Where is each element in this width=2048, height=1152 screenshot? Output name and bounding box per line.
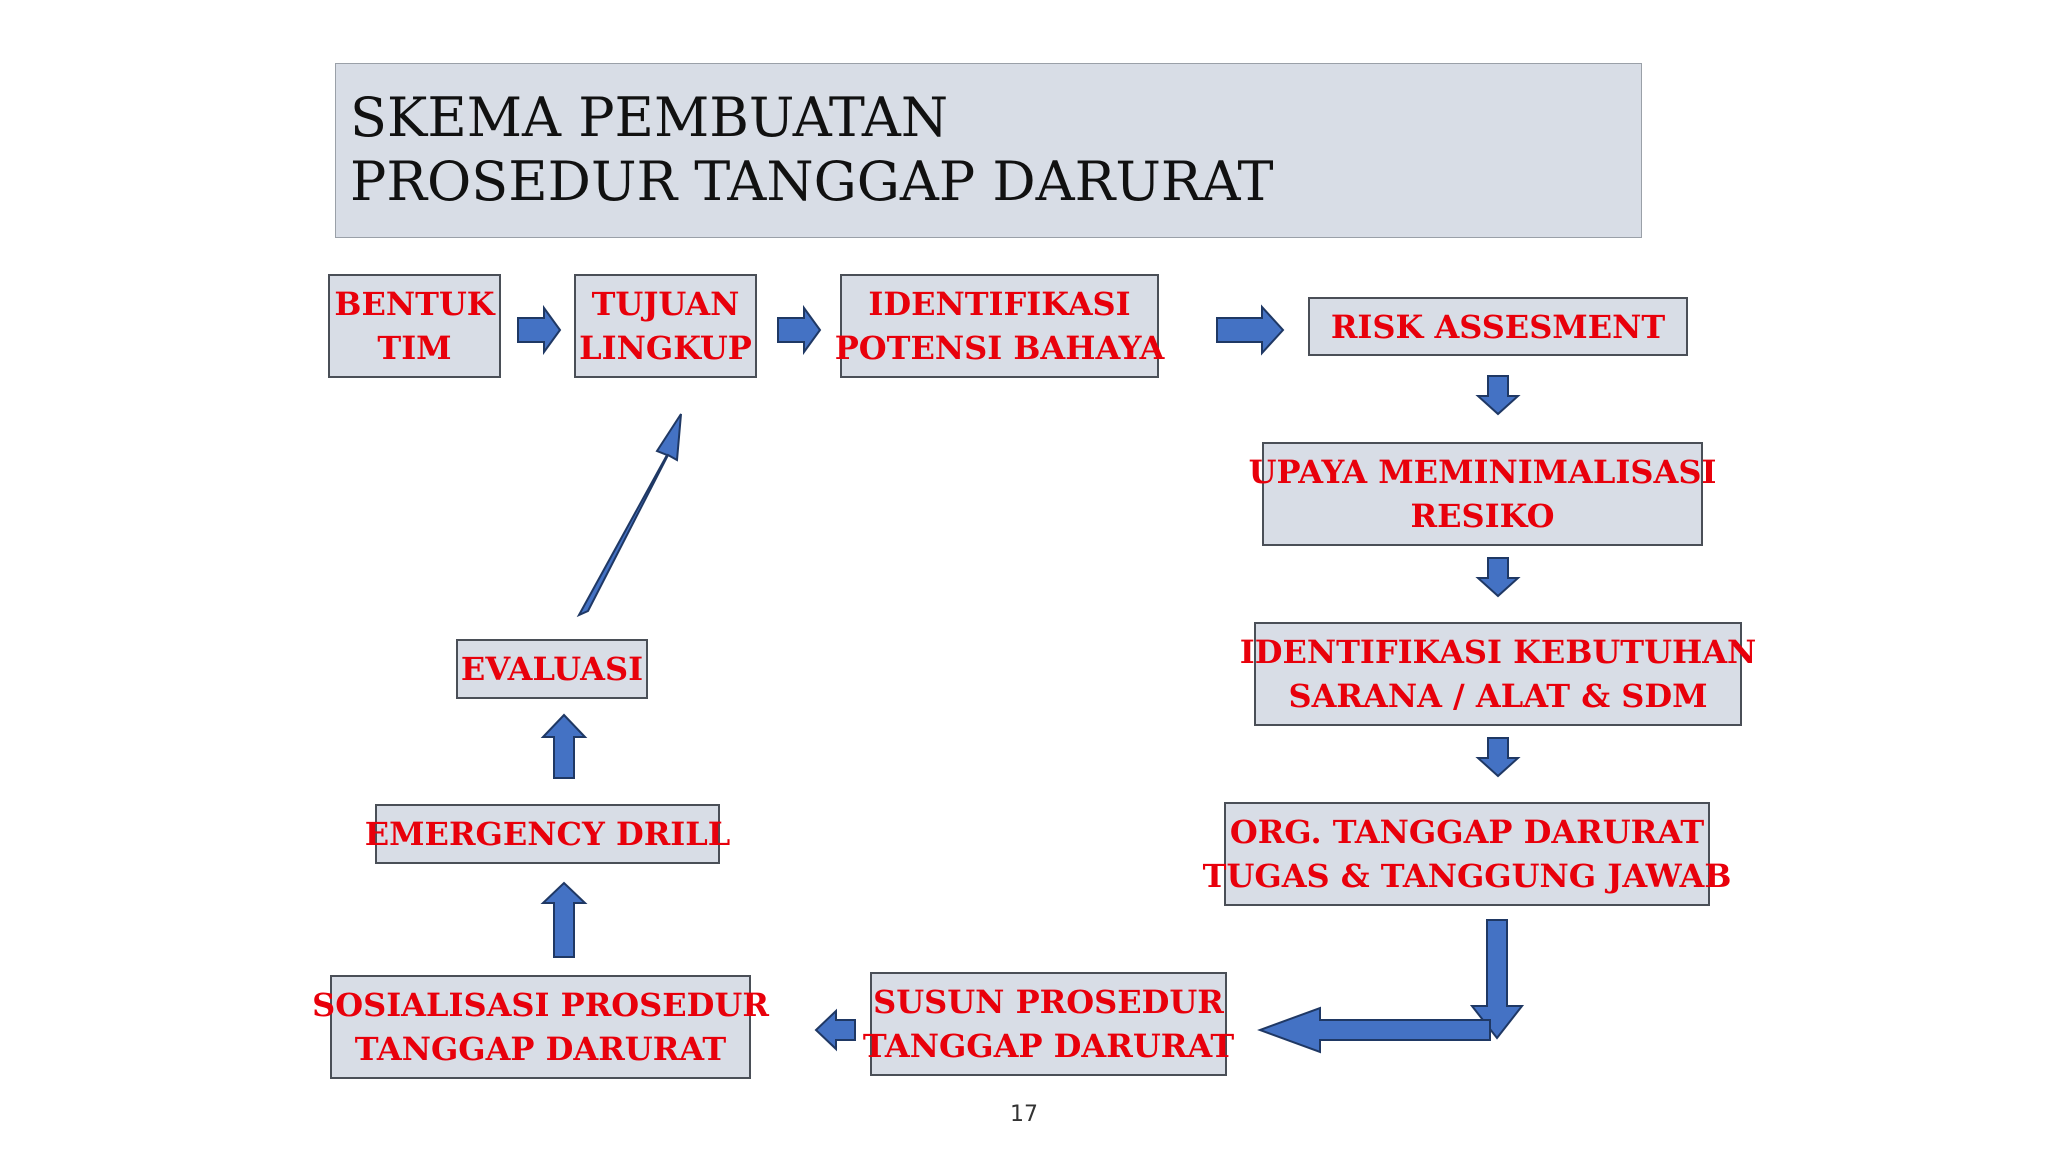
arrow-up-icon	[540, 881, 588, 958]
step-text: IDENTIFIKASI KEBUTUHAN	[1239, 633, 1757, 671]
arrow-corner-icon	[1257, 1006, 1491, 1054]
arrow-up-icon	[540, 713, 588, 779]
step-text: TANGGAP DARURAT	[862, 1027, 1235, 1065]
title-box: SKEMA PEMBUATAN PROSEDUR TANGGAP DARURAT	[335, 63, 1642, 238]
step-text: SARANA / ALAT & SDM	[1288, 677, 1708, 715]
arrow-down-icon	[1475, 375, 1521, 416]
step-text: IDENTIFIKASI	[868, 285, 1131, 323]
title-line-2: PROSEDUR TANGGAP DARURAT	[350, 150, 1274, 213]
step-text: EVALUASI	[460, 650, 644, 688]
step-tujuan-lingkup: TUJUAN LINGKUP	[574, 274, 757, 378]
step-text: RISK ASSESMENT	[1330, 307, 1666, 346]
step-text: ORG. TANGGAP DARURAT	[1229, 813, 1705, 851]
arrow-right-icon	[1216, 304, 1285, 356]
step-risk-assesment: RISK ASSESMENT	[1308, 297, 1688, 356]
step-text: EMERGENCY DRILL	[364, 815, 731, 853]
arrow-corner-icon	[1469, 919, 1525, 1040]
step-text: RESIKO	[1410, 497, 1555, 535]
step-text: POTENSI BAHAYA	[834, 329, 1165, 367]
step-sosialisasi-prosedur: SOSIALISASI PROSEDUR TANGGAP DARURAT	[312, 975, 769, 1079]
arrow-down-icon	[1475, 557, 1521, 598]
arrow-diagonal-icon	[576, 413, 682, 618]
arrow-down-icon	[1475, 737, 1521, 778]
arrow-right-icon	[777, 304, 822, 356]
step-text: LINGKUP	[579, 329, 752, 367]
step-emergency-drill: EMERGENCY DRILL	[365, 804, 730, 864]
step-text: TUGAS & TANGGUNG JAWAB	[1202, 857, 1732, 895]
step-upaya-meminimalisasi-resiko: UPAYA MEMINIMALISASI RESIKO	[1249, 442, 1716, 546]
step-text: UPAYA MEMINIMALISASI	[1248, 453, 1717, 491]
step-org-tanggap-darurat: ORG. TANGGAP DARURAT TUGAS & TANGGUNG JA…	[1203, 802, 1731, 906]
step-susun-prosedur: SUSUN PROSEDUR TANGGAP DARURAT	[863, 972, 1234, 1076]
page-number: 17	[1010, 1102, 1038, 1127]
step-text: SOSIALISASI PROSEDUR	[312, 986, 769, 1024]
step-bentuk-tim: BENTUK TIM	[328, 274, 501, 378]
arrow-left-icon	[814, 1008, 856, 1052]
step-identifikasi-potensi-bahaya: IDENTIFIKASI POTENSI BAHAYA	[835, 274, 1164, 378]
title-line-1: SKEMA PEMBUATAN	[350, 86, 949, 149]
step-text: SUSUN PROSEDUR	[873, 983, 1224, 1021]
step-text: TUJUAN	[591, 285, 740, 323]
arrow-right-icon	[517, 304, 562, 356]
step-text: TIM	[377, 329, 452, 367]
step-evaluasi: EVALUASI	[456, 639, 648, 699]
step-text: TANGGAP DARURAT	[354, 1030, 727, 1068]
step-text: BENTUK	[334, 285, 495, 323]
step-identifikasi-kebutuhan: IDENTIFIKASI KEBUTUHAN SARANA / ALAT & S…	[1240, 622, 1756, 726]
